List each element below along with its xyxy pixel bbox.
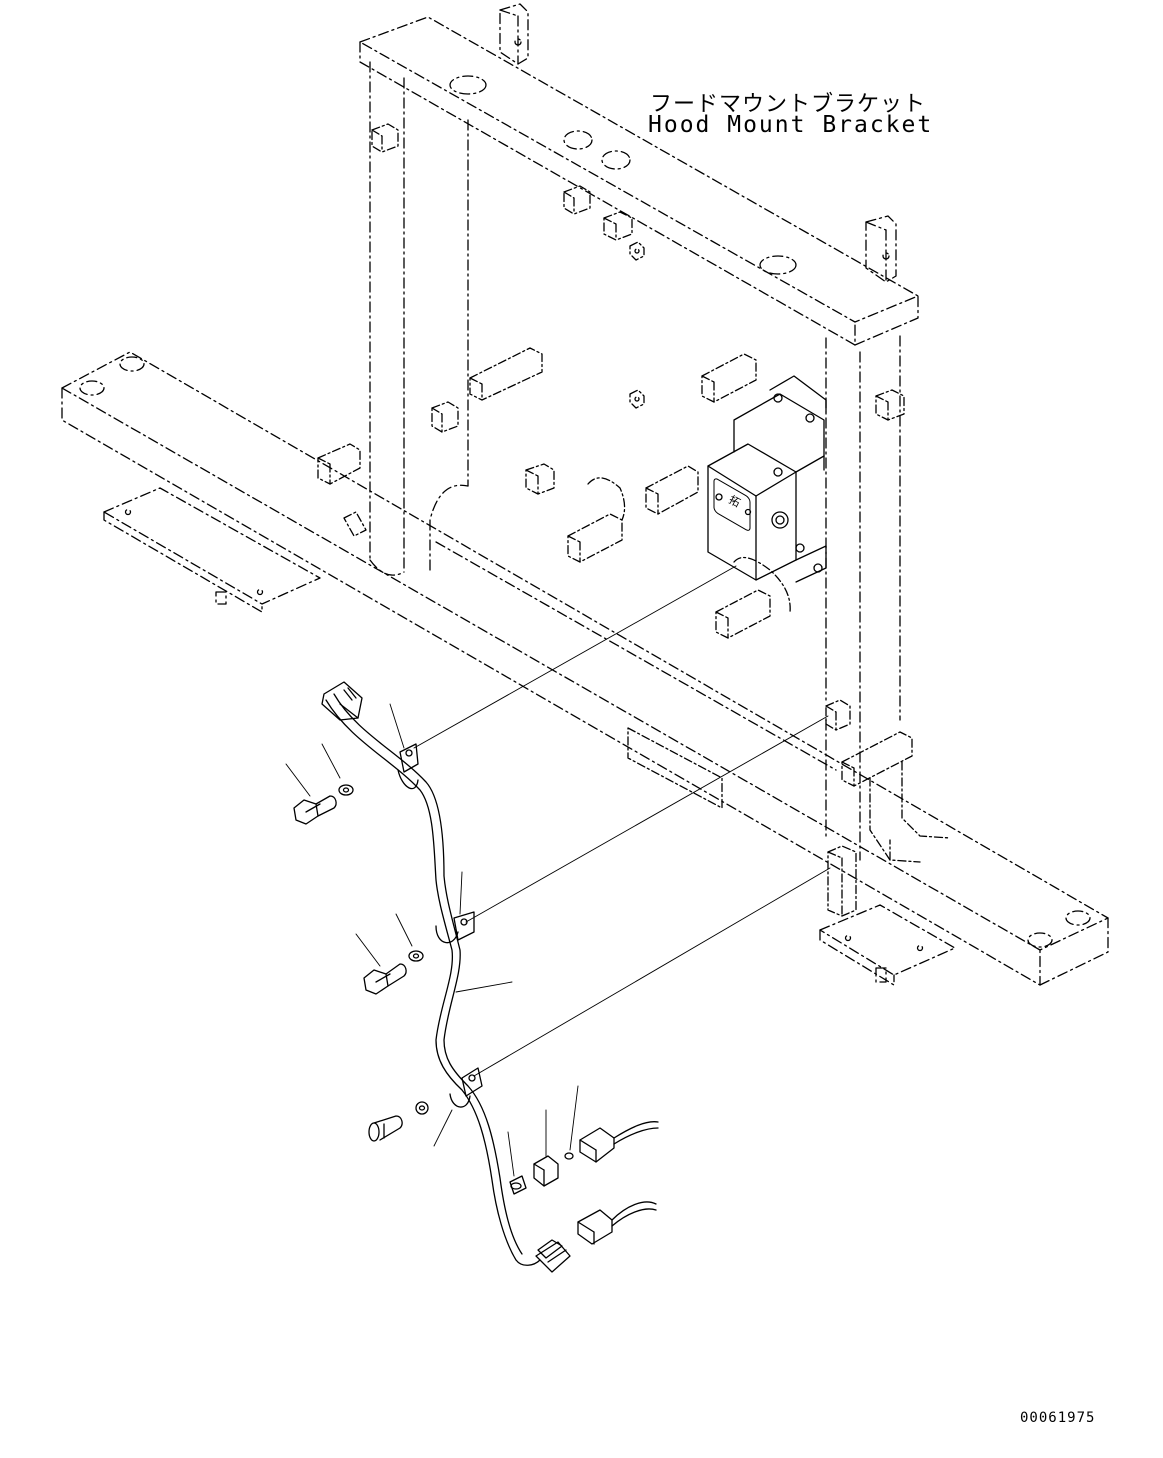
block-13 <box>826 700 850 730</box>
block-15 <box>828 846 856 916</box>
nut-1 <box>630 242 644 260</box>
harness-connector-top <box>322 682 362 720</box>
bolt-1 <box>294 796 336 824</box>
bracket-leg-right <box>870 762 950 862</box>
block-9 <box>646 466 698 514</box>
bracket-lug-top-left <box>500 4 528 64</box>
terminal-plug <box>534 1156 558 1186</box>
harness-clamp-1 <box>398 744 418 789</box>
lower-frame-beam <box>62 352 1108 985</box>
block-8 <box>526 464 554 494</box>
block-1 <box>372 124 398 152</box>
bolt-2 <box>364 964 406 994</box>
mounting-blocks <box>318 124 950 916</box>
callout-label-japanese: フードマウントブラケット <box>650 92 927 117</box>
harness-clamp-3 <box>450 1068 482 1107</box>
figure-code: 00061975 <box>1020 1410 1096 1426</box>
leader-lines <box>286 566 830 1176</box>
harness-clamp-2 <box>436 912 474 943</box>
mating-connector-2 <box>578 1202 656 1244</box>
bracket-lug-top-right <box>866 216 896 282</box>
block-14 <box>842 732 912 786</box>
mating-connector-1 <box>580 1122 658 1162</box>
harness-connector-bottom <box>536 1240 570 1272</box>
hood-mount-bracket <box>360 17 918 345</box>
left-foot-plate <box>104 488 320 612</box>
block-7 <box>702 354 756 402</box>
block-11 <box>716 590 770 638</box>
left-vertical-post <box>370 62 468 575</box>
washer-2 <box>409 951 423 961</box>
wiring-harness <box>326 694 540 1265</box>
nut-2 <box>630 390 644 408</box>
svg-text:拓: 拓 <box>727 492 743 510</box>
bolt-3 <box>369 1116 402 1141</box>
block-4 <box>470 348 542 400</box>
washer-3 <box>416 1102 428 1114</box>
hole-center <box>588 478 790 612</box>
block-2 <box>564 186 590 214</box>
block-5 <box>432 402 458 432</box>
block-10 <box>568 514 622 562</box>
terminal-pin <box>510 1176 526 1194</box>
block-16 <box>628 728 722 808</box>
right-foot-plate <box>820 905 955 985</box>
block-12 <box>876 390 904 420</box>
callout-label-english: Hood Mount Bracket <box>648 112 934 138</box>
switch-box: 拓 <box>708 376 826 582</box>
block-6 <box>318 444 360 484</box>
block-3 <box>604 212 632 240</box>
right-vertical-post <box>826 336 900 860</box>
slot-left <box>344 512 366 536</box>
small-washer <box>565 1153 573 1159</box>
washer-1 <box>339 785 353 795</box>
